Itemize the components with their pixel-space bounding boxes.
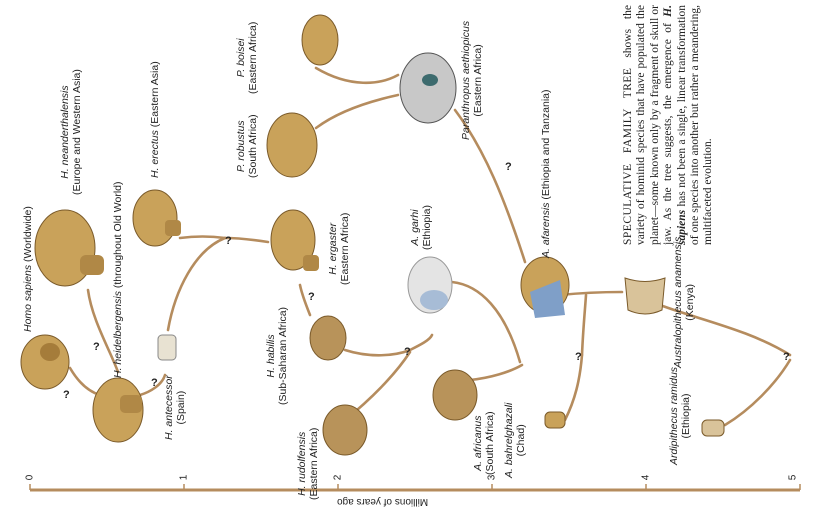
label-rudolfensis: H. rudolfensis(Eastern Africa) <box>296 427 320 500</box>
branch-garhi-afarensis <box>450 280 522 364</box>
caption-text-end: has not been a single, linear transforma… <box>675 5 715 245</box>
question-mark: ? <box>505 161 512 173</box>
branch-afarensis-anamensis <box>558 290 624 297</box>
skull-homo-sapiens <box>20 334 70 390</box>
question-marks: ? ? ? ? ? ? ? ? ? <box>63 161 790 401</box>
branch-anamensis-ramidus <box>658 303 792 357</box>
branch-neanderthalensis-heidelbergensis <box>86 288 120 374</box>
skull-heidelbergensis <box>92 377 144 443</box>
skull-bahrelghazali <box>544 411 566 429</box>
branch-heidelbergensis-antecessor <box>138 373 167 397</box>
question-mark: ? <box>404 346 411 358</box>
branch-node-garhi <box>408 333 434 352</box>
label-homo-sapiens: Homo sapiens (Worldwide) <box>22 206 34 332</box>
skull-habilis <box>309 315 347 361</box>
skulls <box>20 14 725 456</box>
label-habilis: H. habilis(Sub-Saharan Africa) <box>265 306 289 405</box>
skull-africanus <box>432 369 478 421</box>
branch-habilis-node <box>343 348 412 357</box>
axis-tick-label: 5 <box>787 474 799 481</box>
skull-boisei <box>301 14 339 66</box>
branch-node-up <box>580 293 588 357</box>
skull-afarensis <box>520 256 570 318</box>
question-mark: ? <box>783 351 790 363</box>
question-mark: ? <box>63 389 70 401</box>
figure-caption: SPECULATIVE FAMILY TREE shows the variet… <box>622 5 802 245</box>
branch-antecessor-node <box>166 236 227 332</box>
caption-heading: SPECULATIVE FAMILY TREE <box>622 67 634 245</box>
question-mark: ? <box>225 235 232 247</box>
branch-ramidus-node <box>723 358 792 427</box>
question-mark: ? <box>308 291 315 303</box>
branch-boisei-aethiopicus <box>314 66 400 85</box>
branch-ergaster-habilis <box>298 283 312 317</box>
label-aethiopicus: Paranthropus aethiopicus(Eastern Africa) <box>460 20 484 140</box>
skull-rudolfensis <box>322 404 368 456</box>
skull-anamensis <box>624 277 666 315</box>
branch-erectus-node <box>178 235 227 240</box>
branch-node-ergaster <box>223 236 270 244</box>
branch-aethiopicus-afarensis <box>453 108 527 264</box>
axis-tick-label: 1 <box>178 474 190 481</box>
branch-robustus-aethiopicus <box>314 93 400 130</box>
label-ramidus: Ardipithecus ramidus(Ethiopia) <box>668 366 692 465</box>
branch-sapiens-heidelbergensis <box>68 366 102 397</box>
label-neanderthalensis: H. neanderthalensis(Europe and Western A… <box>59 69 83 195</box>
skull-robustus <box>266 112 318 178</box>
skull-ergaster <box>270 209 319 271</box>
label-boisei: P. boisei(Eastern Africa) <box>235 21 259 94</box>
branch-bahrelghazali-node <box>563 353 584 422</box>
question-mark: ? <box>151 377 158 389</box>
skull-aethiopicus <box>399 52 457 124</box>
branches <box>68 66 792 427</box>
label-erectus: H. erectus (Eastern Asia) <box>149 61 161 178</box>
question-mark: ? <box>575 351 582 363</box>
axis-tick-label: 3 <box>486 474 498 481</box>
label-anamensis: Australopithecus anamensis(Kenya) <box>672 236 696 368</box>
skull-garhi <box>407 256 453 314</box>
question-mark: ? <box>93 341 100 353</box>
label-africanus: A. africanus(South Africa) <box>472 411 496 475</box>
time-axis <box>29 484 801 492</box>
skull-antecessor <box>157 334 177 361</box>
branch-africanus-afarensis <box>468 363 524 382</box>
label-robustus: P. robustus(South Africa) <box>235 114 259 178</box>
axis-tick-label: 2 <box>332 474 344 481</box>
skull-neanderthalensis <box>34 209 104 287</box>
skull-ramidus <box>701 419 725 437</box>
axis-title: Millions of years ago <box>337 496 429 507</box>
label-afarensis: A. afarensis (Ethiopia and Tanzania) <box>540 89 552 258</box>
label-ergaster: H. ergaster(Eastern Africa) <box>327 212 351 285</box>
label-garhi: A. garhi(Ethiopia) <box>409 205 433 250</box>
label-heidelbergensis: H. heidelbergensis (throughout Old World… <box>112 181 124 379</box>
axis-tick-label: 0 <box>24 474 36 481</box>
label-antecessor: H. antecessor(Spain) <box>163 375 187 440</box>
skull-erectus <box>132 189 181 247</box>
axis-tick-label: 4 <box>640 474 652 481</box>
label-bahrelghazali: A. bahrelghazali(Chad) <box>503 402 527 478</box>
